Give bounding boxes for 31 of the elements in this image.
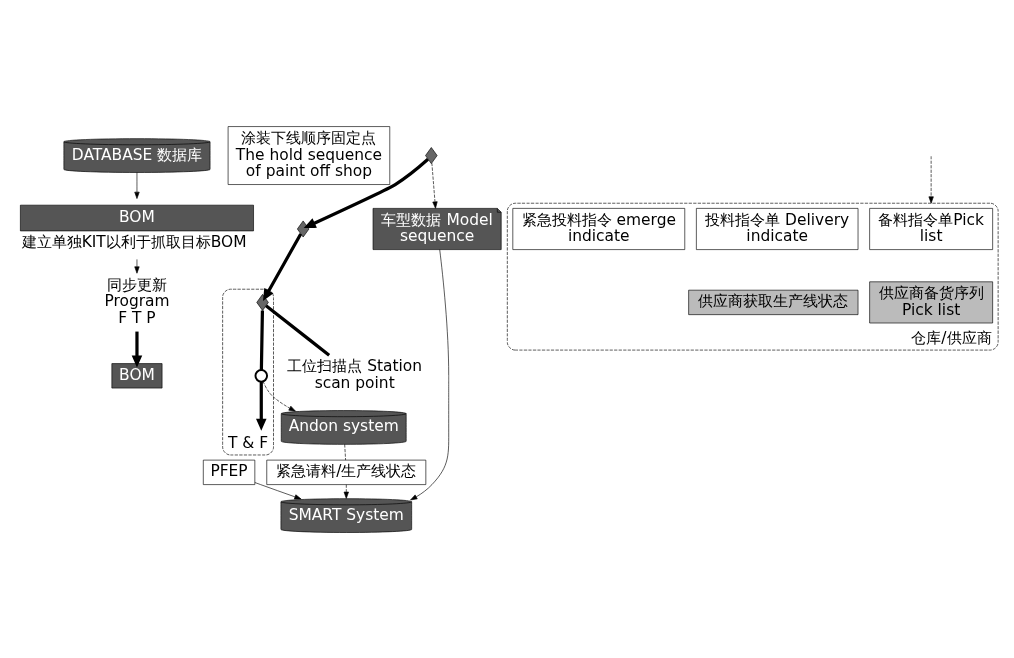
connector [265,304,331,356]
arrow [343,483,349,499]
node-diamond [256,293,269,311]
node-text: 同步更新 Program F T P [104,275,170,327]
node-diamond [425,146,438,164]
node-box: 涂装下线顺序固定点 The hold sequence of paint off shop [227,125,391,185]
node-box: PFEP [203,459,256,485]
connector [344,443,346,460]
arrow [256,381,267,431]
arrow [410,248,450,500]
arrow [134,258,140,274]
node-box: 备料指令单Pick list [869,207,993,250]
connector [259,310,265,370]
node-box: 投料指令单 Delivery indicate [696,207,859,250]
node-box: BOM [111,362,163,388]
arrow [431,162,438,209]
arrow [928,155,934,204]
arrow [134,171,140,199]
arrow [254,481,302,499]
node-diamond [297,220,310,237]
arrow [303,157,429,228]
node-box: 紧急请料/生产线状态 [266,459,427,485]
node-box: 紧急投料指令 emerge indicate [512,207,686,250]
node-box: 供应商获取生产线状态 [688,289,859,315]
arrow [262,232,303,301]
arrow [131,331,143,368]
node-box: 供应商备货序列 Pick list [869,281,993,323]
node-text: 工位扫描点 Station scan point [287,356,423,392]
node-label: 建立单独KIT以利于抓取目标BOM [21,232,247,251]
node-circle [254,368,269,383]
arrow [262,380,296,411]
